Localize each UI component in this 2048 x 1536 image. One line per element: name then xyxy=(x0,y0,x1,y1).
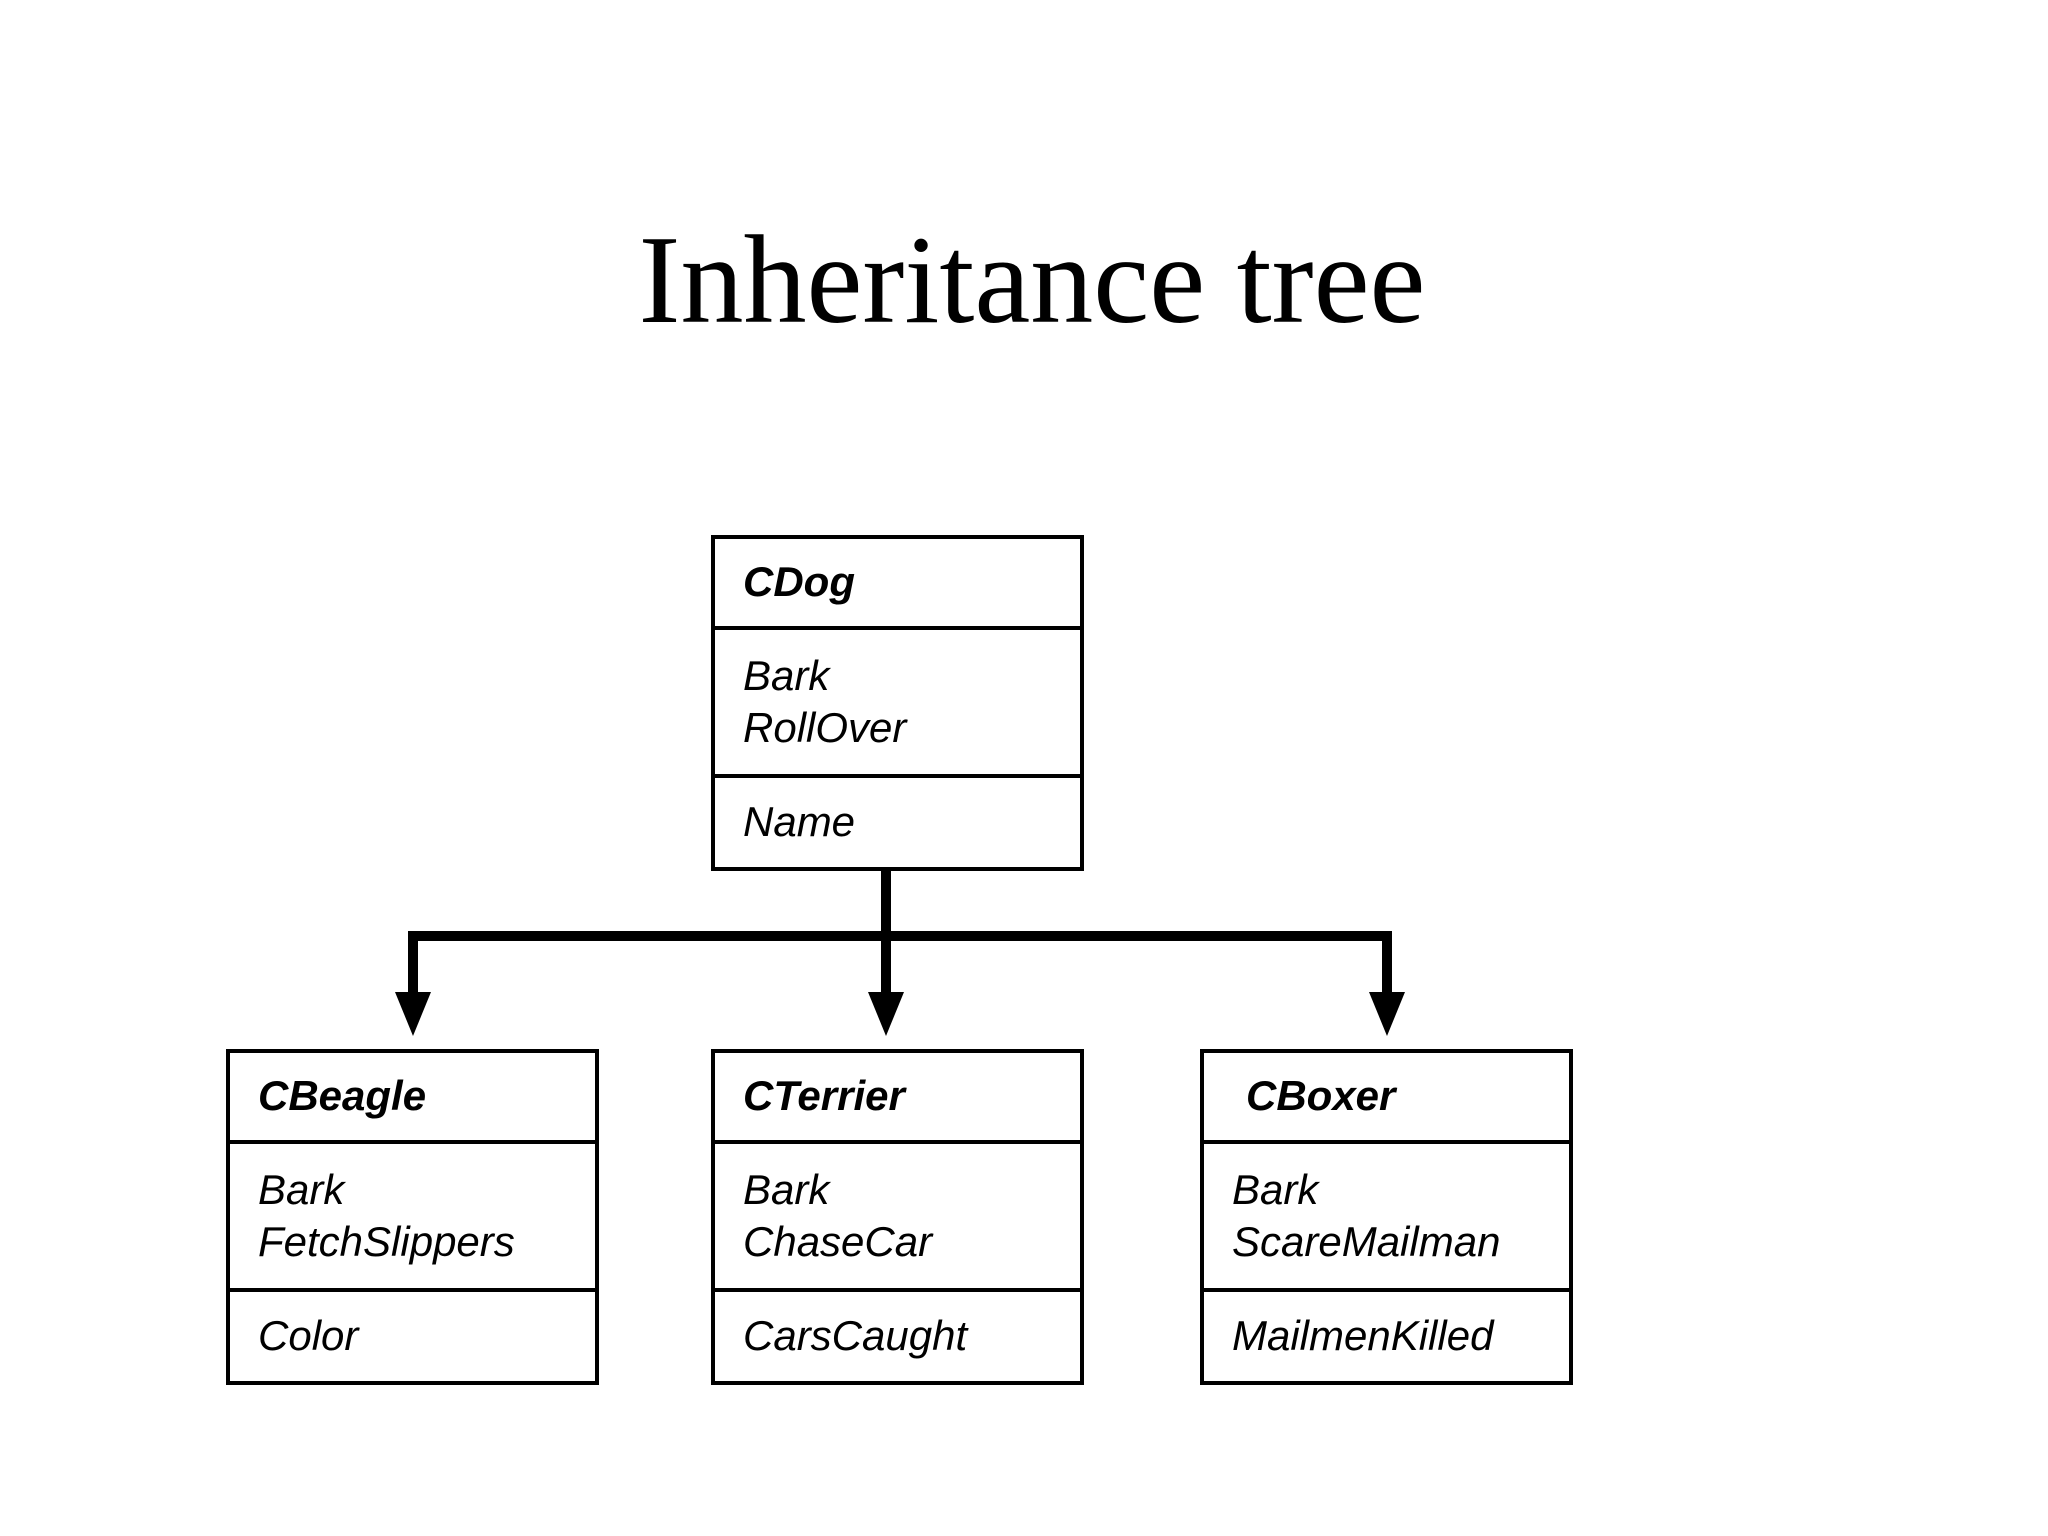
class-box-cterrier: CTerrier Bark ChaseCar CarsCaught xyxy=(711,1049,1084,1385)
method-item: ChaseCar xyxy=(743,1218,933,1265)
class-attribute: MailmenKilled xyxy=(1232,1312,1494,1359)
class-methods: Bark ScareMailman xyxy=(1204,1144,1569,1292)
class-methods: Bark ChaseCar xyxy=(715,1144,1080,1292)
class-attribute: Name xyxy=(743,798,856,845)
method-item: RollOver xyxy=(743,704,907,751)
method-item: Bark xyxy=(743,652,830,699)
class-name: CBoxer xyxy=(1204,1053,1569,1144)
class-methods: Bark FetchSlippers xyxy=(230,1144,595,1292)
method-item: Bark xyxy=(1232,1166,1319,1213)
class-name: CDog xyxy=(715,539,1080,630)
arrowhead-boxer xyxy=(1369,992,1405,1036)
class-name: CTerrier xyxy=(715,1053,1080,1144)
class-box-cboxer: CBoxer Bark ScareMailman MailmenKilled xyxy=(1200,1049,1573,1385)
class-name: CBeagle xyxy=(230,1053,595,1144)
method-item: FetchSlippers xyxy=(258,1218,515,1265)
class-box-cbeagle: CBeagle Bark FetchSlippers Color xyxy=(226,1049,599,1385)
method-item: Bark xyxy=(258,1166,345,1213)
slide-title: Inheritance tree xyxy=(638,211,1426,350)
class-methods: Bark RollOver xyxy=(715,630,1080,778)
arrowhead-beagle xyxy=(395,992,431,1036)
arrowhead-terrier xyxy=(868,992,904,1036)
class-attribute: Color xyxy=(258,1312,359,1359)
class-attribute: CarsCaught xyxy=(743,1312,968,1359)
method-item: ScareMailman xyxy=(1232,1218,1501,1265)
class-box-cdog: CDog Bark RollOver Name xyxy=(711,535,1084,871)
method-item: Bark xyxy=(743,1166,830,1213)
